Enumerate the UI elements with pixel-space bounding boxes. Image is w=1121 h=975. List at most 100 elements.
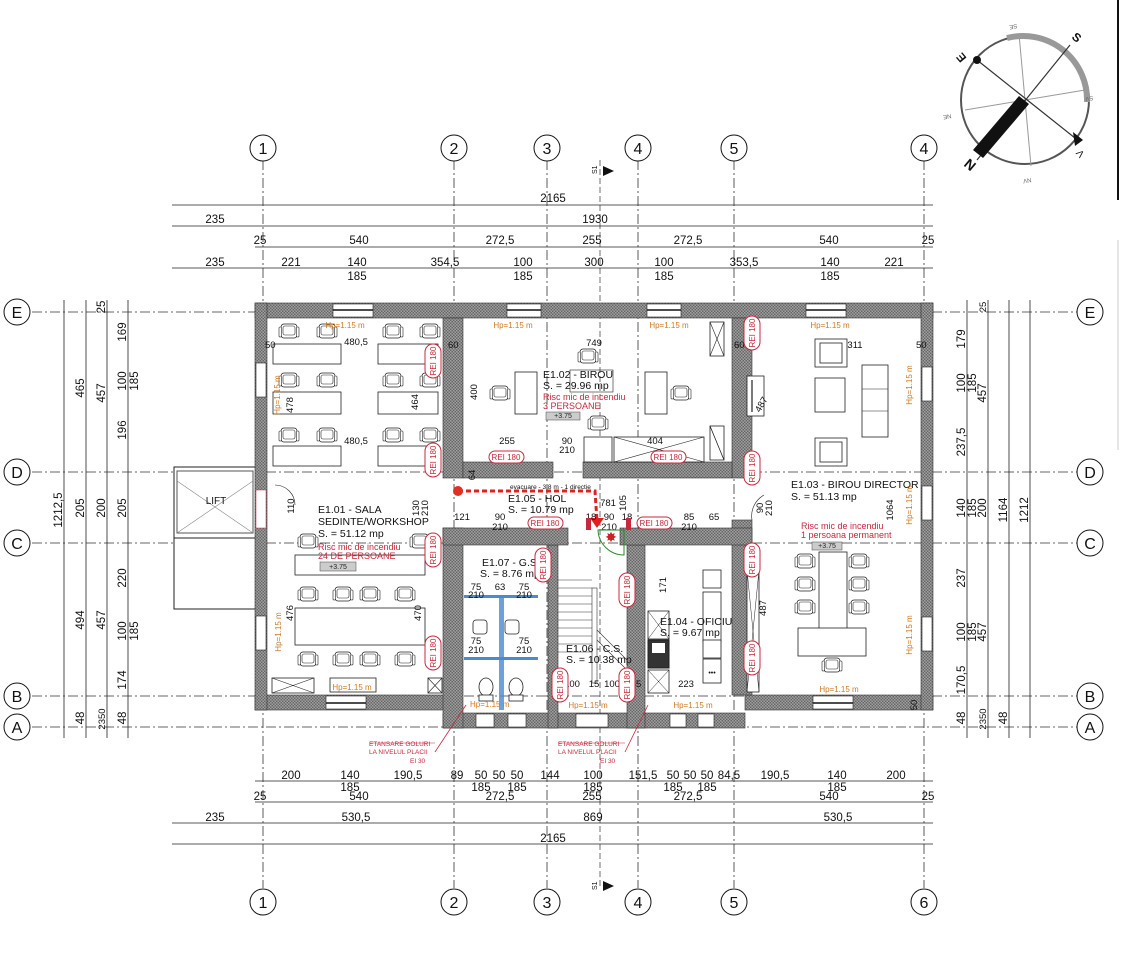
svg-text:Hp=1.15 m: Hp=1.15 m xyxy=(905,365,914,405)
svg-text:210: 210 xyxy=(764,500,775,516)
svg-text:185: 185 xyxy=(129,371,141,390)
svg-text:2: 2 xyxy=(450,141,459,158)
svg-text:Risc mic de incendiu: Risc mic de incendiu xyxy=(543,392,626,402)
walls xyxy=(254,302,934,729)
svg-text:169: 169 xyxy=(117,322,129,341)
svg-text:311: 311 xyxy=(847,340,862,351)
svg-text:EI 30: EI 30 xyxy=(410,758,426,765)
svg-text:LA NIVELUL PLACII: LA NIVELUL PLACII xyxy=(369,749,428,756)
svg-text:185: 185 xyxy=(663,782,682,794)
svg-text:494: 494 xyxy=(75,610,87,630)
svg-text:272,5: 272,5 xyxy=(674,791,703,803)
svg-text:REI 180: REI 180 xyxy=(748,545,757,574)
svg-text:Hp=1.15 m: Hp=1.15 m xyxy=(325,321,365,330)
svg-text:ETANSARE GOLURI: ETANSARE GOLURI xyxy=(369,741,430,748)
svg-text:Hp=1.15 m: Hp=1.15 m xyxy=(273,375,282,415)
svg-text:+3.75: +3.75 xyxy=(818,543,836,550)
svg-text:185: 185 xyxy=(507,782,526,794)
svg-text:90: 90 xyxy=(755,503,766,514)
svg-text:540: 540 xyxy=(819,791,838,803)
svg-text:354,5: 354,5 xyxy=(431,257,460,269)
svg-text:140: 140 xyxy=(956,498,968,517)
svg-text:190,5: 190,5 xyxy=(761,770,790,782)
svg-text:185: 185 xyxy=(347,271,366,283)
svg-text:Hp=1.15 m: Hp=1.15 m xyxy=(905,485,914,525)
svg-text:210: 210 xyxy=(468,590,484,601)
svg-text:REI 180: REI 180 xyxy=(429,346,438,375)
svg-text:C: C xyxy=(11,536,23,553)
svg-text:100: 100 xyxy=(604,679,620,690)
svg-text:205: 205 xyxy=(75,498,87,517)
svg-text:18: 18 xyxy=(586,512,597,523)
svg-text:64: 64 xyxy=(467,470,478,481)
svg-text:Hp=1.15 m: Hp=1.15 m xyxy=(810,321,850,330)
svg-text:174: 174 xyxy=(117,670,129,690)
svg-text:210: 210 xyxy=(516,645,532,656)
room-e102-labels: E1.02 - BIROU S. = 29.96 mp Risc mic de … xyxy=(469,321,745,456)
svg-text:75: 75 xyxy=(471,582,482,593)
svg-text:Hp=1.15 m: Hp=1.15 m xyxy=(274,612,283,652)
svg-text:464: 464 xyxy=(410,394,421,410)
svg-text:SE: SE xyxy=(1009,22,1018,29)
svg-text:140: 140 xyxy=(820,257,839,269)
svg-text:185: 185 xyxy=(967,373,979,392)
svg-text:205: 205 xyxy=(117,498,129,517)
svg-text:200: 200 xyxy=(977,498,989,517)
svg-text:25: 25 xyxy=(96,301,108,314)
svg-text:18: 18 xyxy=(622,512,633,523)
svg-text:50: 50 xyxy=(475,770,488,782)
svg-text:2350: 2350 xyxy=(978,708,989,729)
svg-text:85: 85 xyxy=(684,512,695,523)
svg-text:1164: 1164 xyxy=(998,497,1010,522)
svg-text:140: 140 xyxy=(347,257,366,269)
compass-rose: E S N V SE SV NE NV xyxy=(942,22,1093,183)
svg-text:65: 65 xyxy=(709,512,720,523)
svg-text:Hp=1.15 m: Hp=1.15 m xyxy=(568,701,608,710)
svg-text:E1.06 - C.S.: E1.06 - C.S. xyxy=(566,643,623,655)
svg-text:2165: 2165 xyxy=(540,193,566,205)
svg-text:3 PERSOANE: 3 PERSOANE xyxy=(543,401,601,411)
svg-text:272,5: 272,5 xyxy=(486,235,515,247)
svg-text:45: 45 xyxy=(631,679,642,690)
svg-text:1: 1 xyxy=(259,141,268,158)
svg-text:REI 180: REI 180 xyxy=(531,519,560,528)
svg-text:Hp=1.15 m: Hp=1.15 m xyxy=(332,683,372,692)
svg-text:185: 185 xyxy=(340,782,359,794)
svg-text:480,5: 480,5 xyxy=(344,436,368,447)
svg-text:185: 185 xyxy=(583,782,602,794)
svg-text:A: A xyxy=(12,720,23,737)
svg-text:185: 185 xyxy=(654,271,673,283)
svg-text:REI 180: REI 180 xyxy=(429,638,438,667)
svg-text:50: 50 xyxy=(265,340,276,351)
axis-bubbles-top: 1 2 3 4 5 4 xyxy=(249,134,938,162)
axis-bubbles-bottom: 1 2 3 4 5 6 xyxy=(249,888,938,916)
svg-text:1064: 1064 xyxy=(885,499,896,520)
axis-bubbles-left: E D C B A xyxy=(3,298,31,741)
svg-text:REI 180: REI 180 xyxy=(748,643,757,672)
svg-text:179: 179 xyxy=(956,329,968,348)
room-e103-labels: E1.03 - BIROU DIRECTOR S. = 51.13 mp Ris… xyxy=(753,321,926,710)
svg-text:50: 50 xyxy=(684,770,697,782)
svg-text:48: 48 xyxy=(956,712,968,725)
svg-text:90: 90 xyxy=(562,436,573,447)
svg-text:210: 210 xyxy=(420,500,431,516)
svg-text:ETANSARE GOLURI: ETANSARE GOLURI xyxy=(558,741,619,748)
svg-text:LIFT: LIFT xyxy=(206,496,227,507)
svg-text:15: 15 xyxy=(589,679,600,690)
svg-text:100: 100 xyxy=(117,371,129,390)
svg-text:2: 2 xyxy=(450,895,459,912)
svg-text:S. = 8.76 mp: S. = 8.76 mp xyxy=(480,568,540,580)
rei-badges: REI 180 REI 180 REI 180 REI 180 REI 180 … xyxy=(424,315,761,703)
svg-text:25: 25 xyxy=(922,791,935,803)
svg-text:LA NIVELUL PLACII: LA NIVELUL PLACII xyxy=(558,749,617,756)
svg-text:SEDINTE/WORKSHOP: SEDINTE/WORKSHOP xyxy=(318,516,429,528)
svg-text:REI 180: REI 180 xyxy=(429,445,438,474)
svg-text:272,5: 272,5 xyxy=(486,791,515,803)
svg-text:100: 100 xyxy=(956,622,968,641)
svg-text:REI 180: REI 180 xyxy=(492,453,521,462)
svg-text:185: 185 xyxy=(827,782,846,794)
svg-text:75: 75 xyxy=(471,636,482,647)
svg-text:530,5: 530,5 xyxy=(824,812,853,824)
svg-text:REI 180: REI 180 xyxy=(748,318,757,347)
svg-text:E1.04 - OFICIU: E1.04 - OFICIU xyxy=(660,616,732,628)
